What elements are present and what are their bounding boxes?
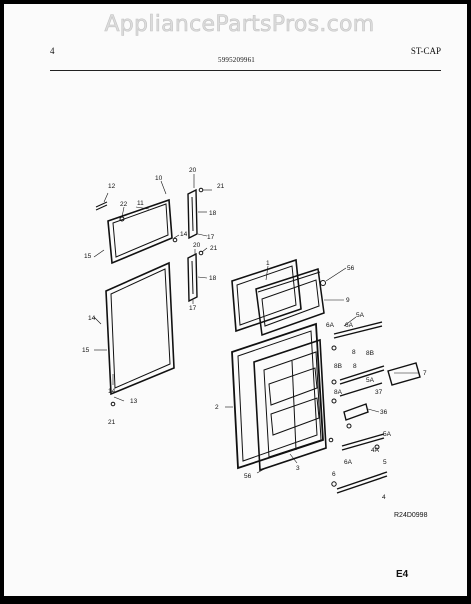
freezer-gasket xyxy=(107,198,173,265)
exploded-view-diagram: 12 22 11 10 20 21 18 17 14 20 21 18 17 1… xyxy=(82,167,427,501)
callout-1: 1 xyxy=(266,260,270,267)
callout-2: 2 xyxy=(215,404,219,411)
callout-8b: 8 xyxy=(353,363,357,370)
callout-labels: 12 22 11 10 20 21 18 17 14 20 21 18 17 1… xyxy=(82,167,427,501)
fresh-food-door-liner xyxy=(253,338,327,472)
callout-10: 10 xyxy=(155,175,163,182)
callout-6A-c: 6A xyxy=(344,459,353,466)
header-model-code: ST-CAP xyxy=(410,46,441,56)
diagram-page-id: E4 xyxy=(396,569,409,580)
callout-37: 37 xyxy=(375,389,383,396)
callout-36: 36 xyxy=(380,409,388,416)
leader-lines xyxy=(93,174,419,474)
header-page-number: 4 xyxy=(50,46,55,56)
callout-21: 21 xyxy=(217,183,225,190)
callout-13: 13 xyxy=(130,398,138,405)
callout-6A: 6A xyxy=(326,322,335,329)
callout-18: 18 xyxy=(209,210,217,217)
callout-12: 12 xyxy=(108,183,116,190)
callout-8B-b: 8B xyxy=(334,363,342,370)
watermark: AppliancePartsPros.com xyxy=(104,12,375,38)
callout-4: 4 xyxy=(382,494,386,501)
callout-14: 14 xyxy=(180,231,188,238)
header-rule xyxy=(50,70,441,71)
callout-3: 3 xyxy=(296,465,300,472)
callout-9: 9 xyxy=(346,297,350,304)
header-part-number: 5995209961 xyxy=(218,56,255,64)
callout-6A-b: 6A xyxy=(345,322,354,329)
upper-handle xyxy=(187,188,198,240)
freezer-door-liner xyxy=(255,268,325,337)
callout-21c: 21 xyxy=(108,419,116,426)
callout-14c: 14 xyxy=(108,388,116,395)
figure-code: R24D0998 xyxy=(394,512,428,519)
callout-7: 7 xyxy=(423,370,427,377)
callout-14b: 14 xyxy=(88,315,96,322)
callout-56: 56 xyxy=(347,265,355,272)
callout-20: 20 xyxy=(189,167,197,174)
callout-8: 8 xyxy=(352,349,356,356)
callout-4A: 4A xyxy=(371,447,380,454)
callout-5: 5 xyxy=(383,459,387,466)
callout-15: 15 xyxy=(84,253,92,260)
callout-18b: 18 xyxy=(209,275,217,282)
callout-21b: 21 xyxy=(210,245,218,252)
callout-15b: 15 xyxy=(82,347,90,354)
fasteners xyxy=(95,187,380,487)
freezer-door xyxy=(231,258,302,333)
fresh-food-door xyxy=(231,322,324,470)
lower-handle xyxy=(187,252,198,303)
callout-11: 11 xyxy=(137,200,144,207)
door-shelf-parts xyxy=(333,321,421,494)
callout-5A-b: 5A xyxy=(366,377,375,384)
callout-8A: 8A xyxy=(334,389,343,396)
callout-17: 17 xyxy=(207,234,215,241)
callout-6: 6 xyxy=(332,471,336,478)
callout-5A-c: 5A xyxy=(383,431,392,438)
callout-17b: 17 xyxy=(189,305,197,312)
callout-8B: 8B xyxy=(366,350,374,357)
callout-56-b: 56 xyxy=(244,473,252,480)
callout-5A: 5A xyxy=(356,312,365,319)
fresh-food-gasket xyxy=(105,261,175,396)
callout-22: 22 xyxy=(120,201,128,208)
callout-20b: 20 xyxy=(193,242,201,249)
